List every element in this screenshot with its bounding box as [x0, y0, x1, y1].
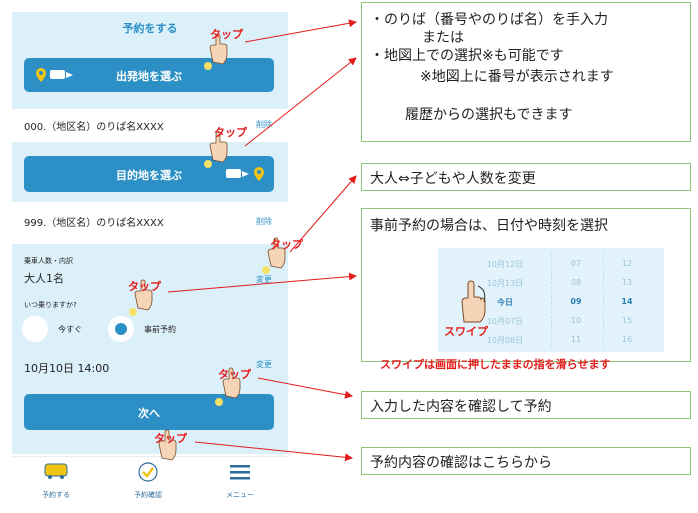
next-button-label: 次へ — [138, 407, 160, 420]
callout-check-reservation — [361, 447, 691, 475]
menu-icon — [230, 465, 250, 480]
tap-label: タップ — [214, 126, 247, 139]
depart-delete-link[interactable]: 削除 — [256, 120, 272, 129]
bus-arrow-icon — [226, 169, 249, 178]
picker-hour: 08 — [570, 278, 582, 287]
dest-button-label: 目的地を選ぶ — [116, 169, 182, 182]
bus-arrow-icon — [50, 70, 73, 79]
dest-delete-link[interactable]: 削除 — [256, 217, 272, 226]
passengers-change-link[interactable]: 変更 — [256, 275, 272, 284]
arrow-tap-2 — [244, 57, 357, 147]
tap-hand-icon — [129, 279, 153, 316]
arrow-tap-5 — [257, 377, 353, 399]
picker-date-selected: 今日 — [497, 298, 513, 307]
tap-hand-icon — [204, 33, 228, 70]
picker-hour-selected: 09 — [570, 297, 582, 306]
arrow-tap-6 — [194, 441, 353, 462]
arrow-tap-4 — [167, 272, 357, 293]
tap-label: タップ — [128, 280, 161, 293]
tap-hand-icon — [158, 429, 177, 461]
dest-value: 999.（地区名）のりば名XXXX — [24, 218, 164, 229]
callout3-text: 事前予約の場合は、日付や時刻を選択 — [370, 218, 608, 234]
swipe-label: スワイプ — [444, 325, 488, 338]
swipe-note: スワイプは画面に押したままの指を滑らせます — [380, 358, 611, 371]
tab-reserve-label: 予約する — [42, 491, 70, 499]
callout-passengers — [361, 163, 691, 191]
callout1-line2: または — [422, 30, 464, 46]
passengers-label: 乗車人数・内訳 — [24, 257, 73, 265]
depart-value: 000.（地区名）のりば名XXXX — [24, 122, 164, 133]
bus-icon — [44, 463, 68, 479]
tap-hand-icon — [204, 131, 228, 168]
picker-minute: 15 — [621, 316, 633, 325]
tap-hand-icon — [262, 237, 286, 274]
callout-location-input — [361, 2, 691, 142]
tap-label: タップ — [218, 368, 251, 381]
tab-confirm[interactable]: 予約確認 — [118, 462, 178, 504]
tap-hand-icon — [215, 367, 241, 406]
tab-menu-label: メニュー — [226, 491, 254, 499]
radio-reserve-dot — [115, 323, 127, 335]
picker-date: 10月08日 — [486, 336, 524, 345]
arrow-tap-1 — [244, 19, 357, 43]
picker-minute: 16 — [621, 335, 633, 344]
picker-minute: 12 — [621, 259, 633, 268]
picker-col-divider — [551, 252, 552, 348]
callout1-line1: ・のりば（番号やのりば名）を手入力 — [370, 12, 608, 28]
picker-col-divider — [603, 252, 604, 348]
radio-reserve[interactable] — [108, 316, 134, 342]
radio-reserve-label: 事前予約 — [144, 325, 176, 334]
datetime-change-link[interactable]: 変更 — [256, 360, 272, 369]
picker-date: 10月07日 — [486, 317, 524, 326]
datetime-value: 10月10日 14:00 — [24, 362, 110, 375]
picker-hour: 07 — [570, 259, 582, 268]
picker-date: 10月13日 — [486, 279, 524, 288]
swipe-hand-icon — [461, 280, 486, 323]
pin-icon — [254, 167, 264, 181]
depart-button[interactable]: 出発地を選ぶ — [24, 58, 274, 92]
callout1-line4: ※地図上に番号が表示されます — [420, 69, 614, 85]
callout2-text: 大人⇔子どもや人数を変更 — [370, 171, 536, 187]
picker-minute: 13 — [621, 278, 633, 287]
picker-hour: 10 — [570, 316, 582, 325]
depart-button-label: 出発地を選ぶ — [116, 70, 182, 83]
passengers-value: 大人1名 — [24, 272, 64, 285]
tab-menu[interactable]: メニュー — [210, 462, 270, 504]
callout1-line3: ・地図上での選択※も可能です — [370, 48, 564, 64]
dest-button[interactable]: 目的地を選ぶ — [24, 156, 274, 192]
when-label: いつ乗りますか? — [24, 301, 77, 309]
callout1-line5: 履歴からの選択もできます — [405, 107, 573, 123]
page-title: 予約をする — [122, 22, 178, 35]
next-button[interactable]: 次へ — [24, 394, 274, 430]
tap-label: タップ — [210, 28, 243, 41]
picker-hour: 11 — [570, 335, 582, 344]
callout4-text: 入力した内容を確認して予約 — [370, 399, 552, 415]
tap-label: タップ — [154, 432, 187, 445]
callout5-text: 予約内容の確認はこちらから — [370, 455, 552, 471]
picker-date: 10月12日 — [486, 260, 524, 269]
tab-reserve[interactable]: 予約する — [26, 462, 86, 504]
picker-minute-selected: 14 — [621, 297, 633, 306]
callout-confirm-reservation — [361, 391, 691, 419]
arrow-tap-3 — [289, 175, 357, 253]
tap-label: タップ — [270, 238, 303, 251]
radio-now-label: 今すぐ — [58, 325, 82, 334]
radio-now[interactable] — [22, 316, 48, 342]
pin-icon — [36, 68, 46, 82]
tab-confirm-label: 予約確認 — [134, 491, 162, 499]
check-icon — [138, 462, 158, 482]
